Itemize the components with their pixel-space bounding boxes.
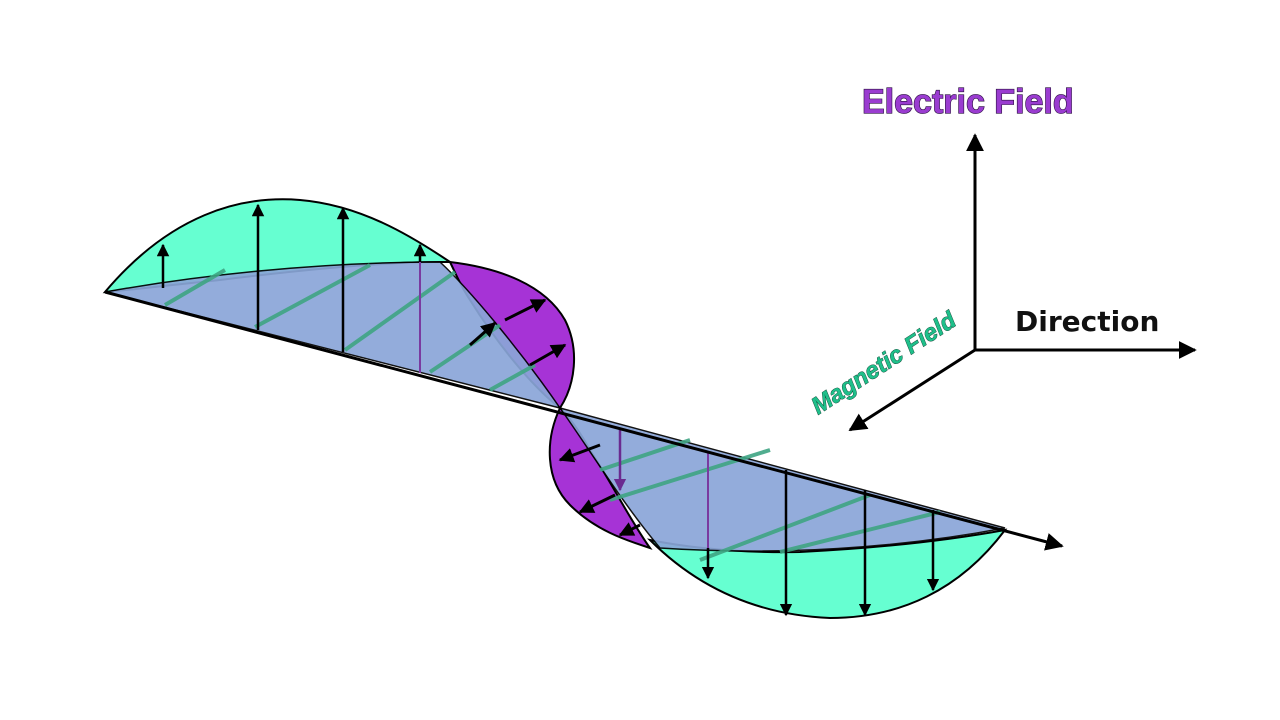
propagation-axis [104,290,1064,551]
electric-vectors-down [613,430,940,617]
magnetic-field-axis-arrow [848,348,976,432]
direction-label: Direction [1015,305,1159,338]
electric-field-label: Electric Field [862,83,1074,121]
wave-group [102,198,1064,620]
wave-overlap-upper [104,261,562,410]
electric-vectors-up [156,203,427,352]
magnetic-field-label: Magnetic Field [807,306,963,420]
axes-group [848,133,1197,432]
magnetic-vectors [469,298,641,537]
